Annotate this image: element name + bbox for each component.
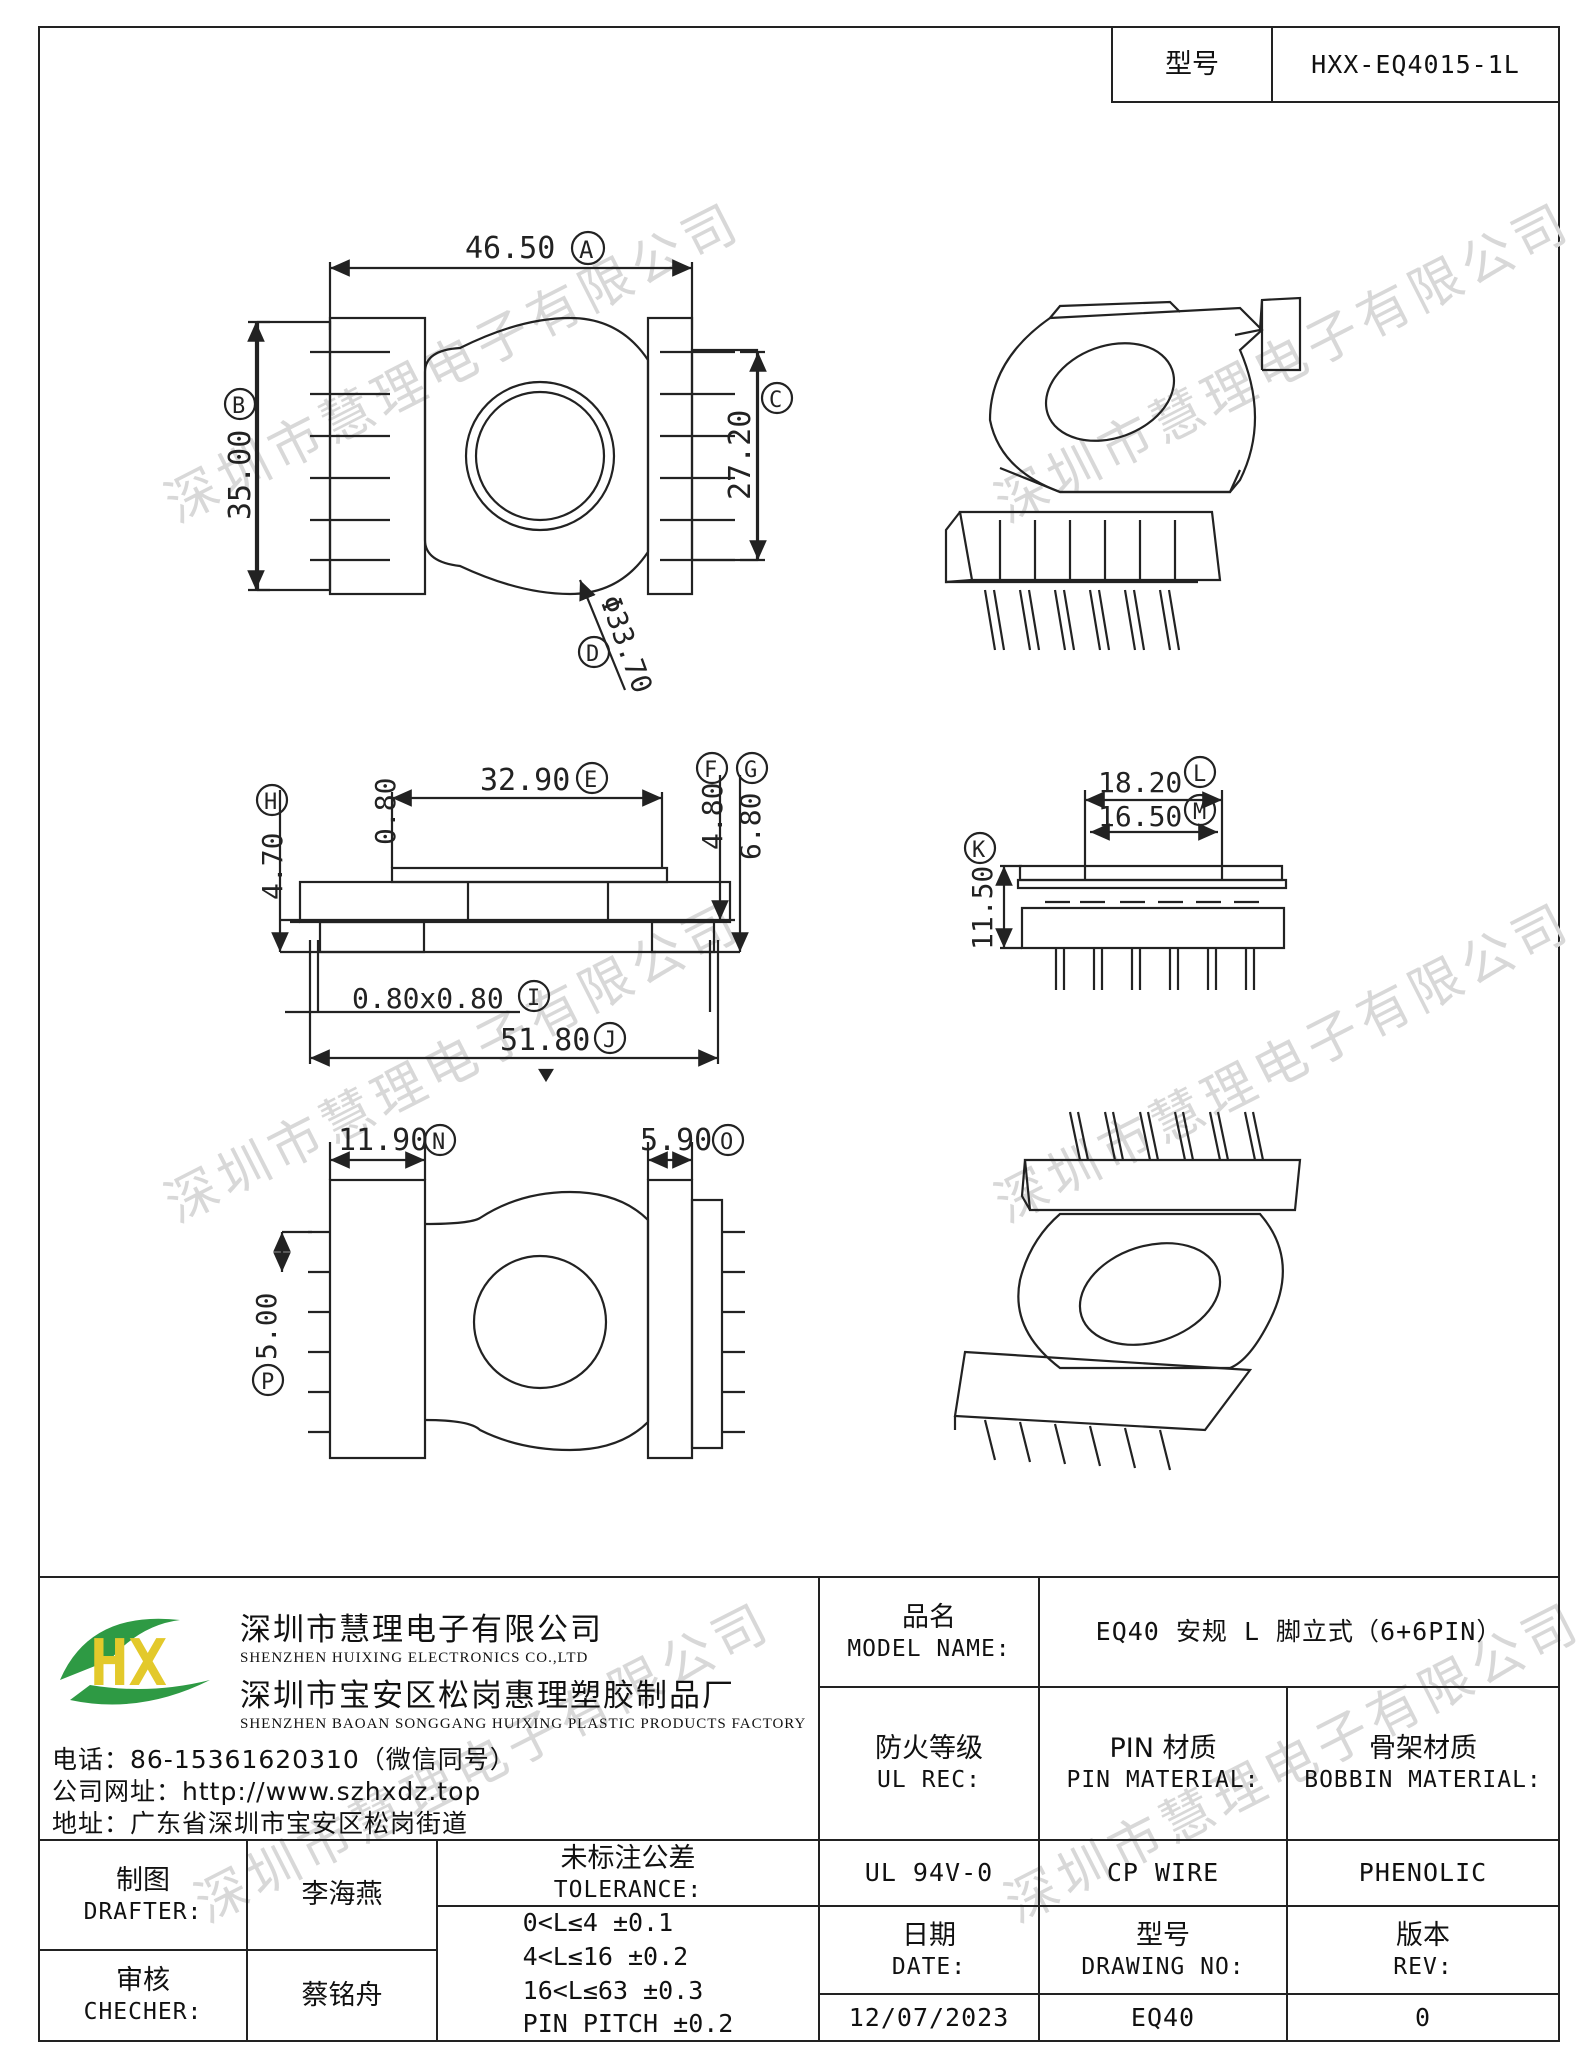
dim-j-value: 51.80 [500, 1023, 590, 1058]
tolerance-line: 4<L≤16 ±0.2 [522, 1941, 689, 1971]
company-address: 地址：广东省深圳市宝安区松岗街道 [52, 1809, 469, 1838]
company-name-zh-2: 深圳市宝安区松岗惠理塑胶制品厂 [240, 1678, 735, 1714]
company-name-en-2: SHENZHEN BAOAN SONGGANG HUIXING PLASTIC … [240, 1716, 807, 1732]
dim-l-value: 18.20 [1098, 766, 1182, 799]
company-name-en-1: SHENZHEN HUIXING ELECTRONICS CO.,LTD [240, 1650, 589, 1666]
ul-rec-zh: 防火等级 [875, 1733, 983, 1765]
date-value: 12/07/2023 [818, 1993, 1040, 2042]
dim-k-letter: K [972, 838, 986, 863]
drawing-no-label: 型号 DRAWING NO: [1038, 1905, 1288, 1995]
rev-en: REV: [1393, 1953, 1453, 1980]
drawing-no-zh: 型号 [1136, 1919, 1190, 1951]
rev-label: 版本 REV: [1286, 1905, 1560, 1995]
model-name-value: EQ40 安规 L 脚立式（6+6PIN） [1038, 1576, 1560, 1688]
dim-p-value: 5.00 [250, 1293, 283, 1360]
model-name-value-text: EQ40 安规 L 脚立式（6+6PIN） [1095, 1617, 1503, 1647]
isometric-view-top [944, 296, 1302, 651]
dim-e-value: 32.90 [480, 763, 570, 798]
ul-rec-value: UL 94V-0 [818, 1839, 1040, 1907]
logo-letters: HX [90, 1627, 167, 1701]
dim-j-letter: J [603, 1028, 616, 1053]
model-name-label: 品名 MODEL NAME: [818, 1576, 1040, 1688]
dim-k-value: 11.50 [966, 866, 999, 950]
isometric-view-bottom [953, 1111, 1302, 1471]
ul-rec-label: 防火等级 UL REC: [818, 1686, 1040, 1841]
checker-label: 审核 CHECHER: [38, 1949, 248, 2042]
dim-d-value: Φ33.70 [593, 591, 659, 697]
dim-m-value: 16.50 [1098, 800, 1182, 833]
rev-zh: 版本 [1396, 1919, 1450, 1951]
drawing-no-en: DRAWING NO: [1081, 1953, 1245, 1980]
technical-drawing: 46.50 A 35.00 B 27.20 [223, 230, 1302, 1471]
bobbin-material-label: 骨架材质 BOBBIN MATERIAL: [1286, 1686, 1560, 1841]
drafter-en: DRAFTER: [83, 1898, 203, 1925]
tolerance-en: TOLERANCE: [553, 1876, 703, 1903]
drafter-zh: 制图 [116, 1864, 170, 1896]
checker-value: 蔡铭舟 [246, 1949, 438, 2042]
date-en: DATE: [891, 1953, 967, 1980]
dim-n-letter: N [432, 1130, 445, 1155]
dim-i-value: 0.80x0.80 [352, 982, 504, 1015]
dim-b-value: 35.00 [223, 430, 258, 520]
dim-l-letter: L [1193, 762, 1206, 787]
dim-p-letter: P [261, 1370, 274, 1395]
dim-f-value: 4.80 [696, 783, 729, 850]
model-name-en: MODEL NAME: [847, 1635, 1011, 1662]
drafter-value: 李海燕 [246, 1839, 438, 1951]
dim-i-letter: I [527, 986, 540, 1011]
date-label: 日期 DATE: [818, 1905, 1040, 1995]
checker-zh: 审核 [116, 1965, 170, 1997]
bobbin-material-en: BOBBIN MATERIAL: [1304, 1767, 1542, 1793]
bobbin-material-value: PHENOLIC [1286, 1839, 1560, 1907]
dim-o-letter: O [720, 1130, 733, 1155]
dim-a-value: 46.50 [465, 231, 555, 266]
dim-h-letter: H [264, 790, 277, 815]
ul-rec-en: UL REC: [877, 1767, 981, 1793]
company-website: 公司网址：http://www.szhxdz.top [52, 1777, 482, 1806]
company-phone: 电话：86-15361620310（微信同号） [52, 1745, 516, 1774]
checker-en: CHECHER: [83, 1999, 203, 2025]
side-view: 32.90 E 0.80 4.80 6.80 F G 4.70 [255, 751, 769, 1083]
company-logo: HX [60, 1618, 210, 1705]
rev-value: 0 [1286, 1993, 1560, 2042]
dim-a-letter: A [579, 236, 594, 264]
pin-material-value: CP WIRE [1038, 1839, 1288, 1907]
dim-c-letter: C [769, 388, 782, 413]
dim-d-letter: D [586, 642, 599, 667]
dim-n-value: 11.90 [338, 1123, 428, 1158]
dim-b-letter: B [232, 394, 245, 419]
drawing-no-value: EQ40 [1038, 1993, 1288, 2042]
bobbin-material-zh: 骨架材质 [1369, 1733, 1477, 1765]
top-view: 46.50 A 35.00 B 27.20 [223, 230, 794, 697]
drafter-label: 制图 DRAFTER: [38, 1839, 248, 1951]
tolerance-values: 0<L≤4 ±0.1 4<L≤16 ±0.2 16<L≤63 ±0.3 PIN … [436, 1905, 820, 2042]
tolerance-label: 未标注公差 TOLERANCE: [436, 1839, 820, 1907]
model-name-zh: 品名 [902, 1601, 956, 1633]
tolerance-line: 0<L≤4 ±0.1 [522, 1908, 674, 1937]
dim-m-letter: M [1193, 800, 1206, 825]
pin-material-en: PIN MATERIAL: [1066, 1767, 1260, 1793]
company-name-zh-1: 深圳市慧理电子有限公司 [240, 1612, 603, 1648]
dim-f-letter: F [704, 758, 717, 783]
dim-g-value: 6.80 [734, 793, 767, 860]
dim-g-letter: G [744, 758, 757, 783]
dim-h-value: 4.70 [256, 833, 289, 900]
dim-e-letter: E [584, 768, 597, 793]
date-zh: 日期 [902, 1919, 956, 1951]
header-model-value: HXX-EQ4015-1L [1271, 26, 1560, 103]
dim-side-top: 0.80 [369, 778, 402, 845]
front-view: 18.20 L 16.50 M 11.50 K [963, 755, 1288, 990]
dim-o-value: 5.90 [640, 1123, 712, 1158]
tolerance-line: 16<L≤63 ±0.3 [522, 1975, 704, 2005]
bottom-view: 11.90 N 5.90 O 5.00 P [250, 1123, 745, 1460]
dim-c-value: 27.20 [723, 410, 758, 500]
tolerance-line: PIN PITCH ±0.2 [522, 2009, 734, 2039]
pin-material-label: PIN 材质 PIN MATERIAL: [1038, 1686, 1288, 1841]
pin-material-zh: PIN 材质 [1109, 1733, 1217, 1765]
tolerance-zh: 未标注公差 [560, 1842, 696, 1874]
